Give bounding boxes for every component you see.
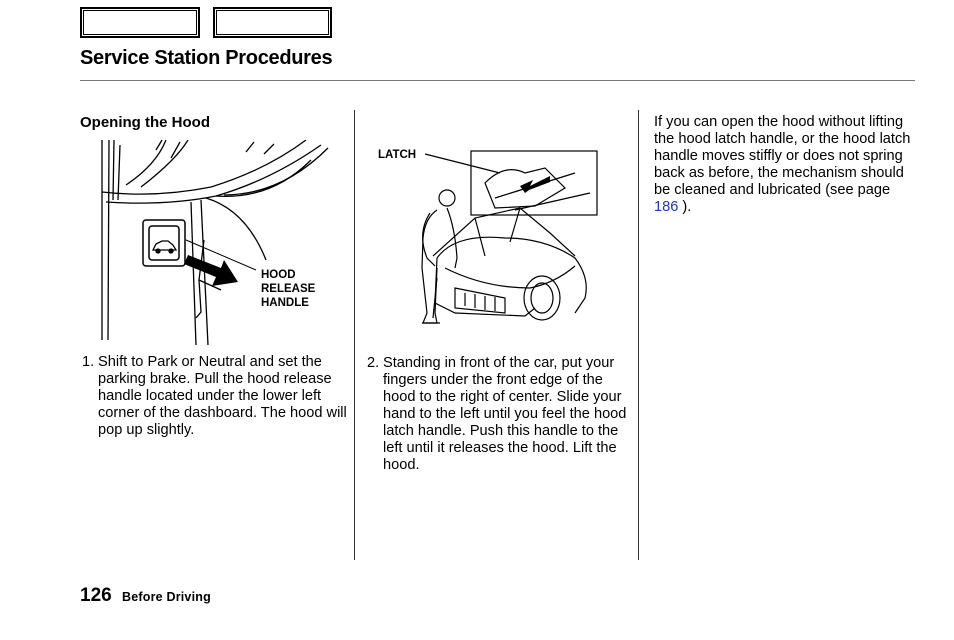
step-1-text: Shift to Park or Neutral and set the par… bbox=[98, 354, 347, 438]
step-2: 2. Standing in front of the car, put you… bbox=[367, 355, 629, 474]
section-name: Before Driving bbox=[122, 590, 211, 604]
section-subheading: Opening the Hood bbox=[80, 114, 210, 131]
step-1: 1. Shift to Park or Neutral and set the … bbox=[82, 354, 354, 439]
next-page-button[interactable] bbox=[213, 7, 332, 38]
page-title: Service Station Procedures bbox=[80, 47, 333, 69]
hood-label-line2: RELEASE bbox=[261, 283, 316, 295]
previous-page-button[interactable] bbox=[80, 7, 200, 38]
step-2-number: 2. bbox=[367, 355, 380, 371]
page-186-link[interactable]: 186 bbox=[654, 199, 679, 215]
column-divider-left bbox=[354, 110, 355, 560]
hood-label-line3: HANDLE bbox=[261, 297, 309, 309]
note-text-after: ). bbox=[678, 199, 692, 215]
column-divider-right bbox=[638, 110, 639, 560]
hood-label-line1: HOOD bbox=[261, 269, 296, 281]
hood-release-illustration: HOOD RELEASE HANDLE bbox=[101, 140, 329, 345]
title-divider bbox=[80, 80, 915, 81]
maintenance-note: If you can open the hood without lifting… bbox=[654, 114, 916, 216]
note-text-before: If you can open the hood without lifting… bbox=[654, 114, 911, 198]
step-2-text: Standing in front of the car, put your f… bbox=[383, 355, 627, 473]
hood-latch-illustration: LATCH bbox=[378, 149, 598, 324]
latch-label: LATCH bbox=[378, 149, 416, 161]
page-number: 126 bbox=[80, 585, 112, 606]
step-1-number: 1. bbox=[82, 354, 95, 370]
